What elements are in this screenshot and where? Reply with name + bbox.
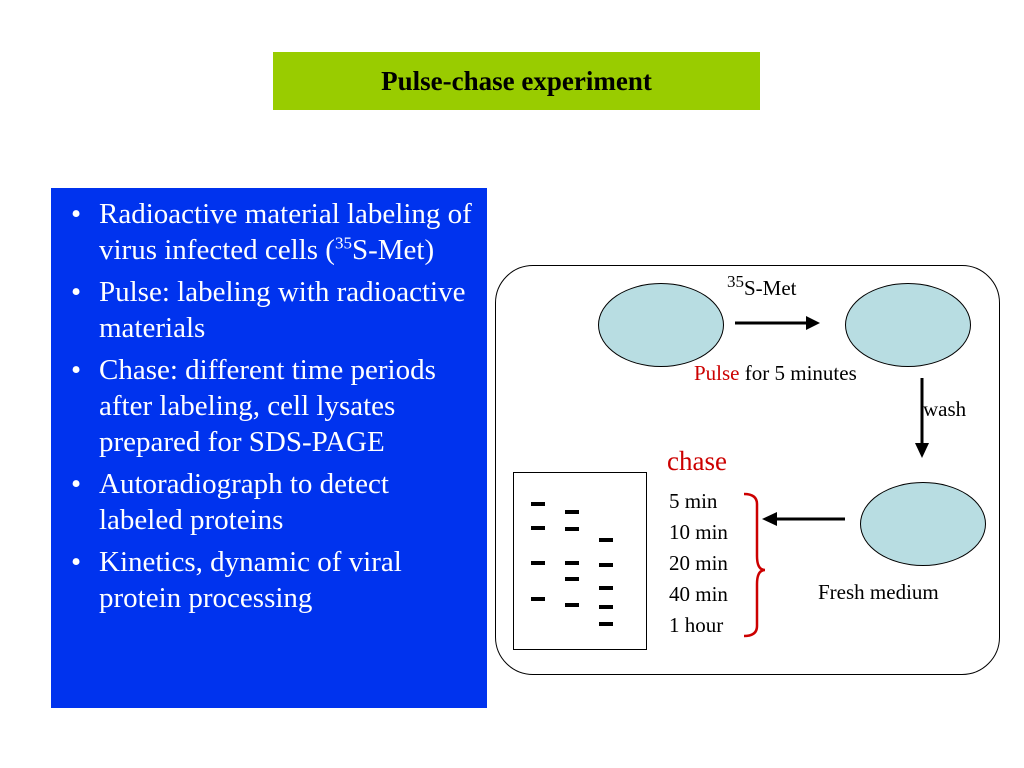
- superscript: 35: [334, 233, 352, 253]
- autoradiograph-gel: [513, 472, 647, 650]
- chase-arrow-head: [762, 512, 777, 526]
- cell-dish-start: [598, 283, 724, 367]
- cell-dish-labeled: [845, 283, 971, 367]
- timepoint: 10 min: [669, 520, 728, 544]
- label-chase: chase: [667, 446, 727, 476]
- label-35s-met: 35S-Met: [727, 273, 797, 301]
- gel-band: [599, 586, 613, 590]
- slide-title: Pulse-chase experiment: [381, 65, 652, 96]
- gel-band: [599, 563, 613, 567]
- gel-band: [599, 622, 613, 626]
- gel-band: [599, 605, 613, 609]
- timepoint-list: 5 min 10 min 20 min 40 min 1 hour: [669, 486, 728, 641]
- gel-band: [531, 561, 545, 565]
- bullet-text: Radioactive material labeling of virus i…: [99, 198, 472, 266]
- timepoint: 1 hour: [669, 613, 724, 637]
- bullet-item: Chase: different time periods after labe…: [61, 352, 475, 460]
- bullet-panel: Radioactive material labeling of virus i…: [51, 188, 487, 708]
- gel-band: [565, 561, 579, 565]
- pulse-arrow-head: [806, 316, 820, 330]
- gel-band: [565, 510, 579, 514]
- bullet-text: Pulse: labeling with radioactive materia…: [99, 276, 466, 344]
- gel-band: [531, 597, 545, 601]
- bullet-text: Chase: different time periods after labe…: [99, 354, 436, 458]
- timepoint: 40 min: [669, 582, 728, 606]
- pulse-word: Pulse: [694, 361, 740, 385]
- diagram-frame: [495, 265, 1000, 675]
- gel-band: [565, 527, 579, 531]
- pulse-duration: for 5 minutes: [739, 361, 857, 385]
- label-met-text: S-Met: [744, 276, 797, 300]
- bullet-text-tail: S-Met): [351, 234, 435, 266]
- label-wash: wash: [923, 397, 967, 421]
- bullet-item: Radioactive material labeling of virus i…: [61, 196, 475, 268]
- superscript: 35: [727, 272, 744, 291]
- title-banner: Pulse-chase experiment: [273, 52, 760, 110]
- timepoint: 20 min: [669, 551, 728, 575]
- bullet-text: Kinetics, dynamic of viral protein proce…: [99, 546, 402, 614]
- bullet-list: Radioactive material labeling of virus i…: [61, 196, 475, 616]
- label-pulse: Pulse for 5 minutes: [694, 361, 857, 386]
- timepoint-brace: [743, 492, 766, 638]
- gel-band: [565, 577, 579, 581]
- bullet-item: Kinetics, dynamic of viral protein proce…: [61, 544, 475, 616]
- gel-band: [531, 526, 545, 530]
- bullet-text: Autoradiograph to detect labeled protein…: [99, 468, 389, 536]
- gel-band: [599, 538, 613, 542]
- timepoint: 5 min: [669, 489, 718, 513]
- wash-arrow-head: [915, 443, 929, 458]
- bullet-item: Autoradiograph to detect labeled protein…: [61, 466, 475, 538]
- bullet-item: Pulse: labeling with radioactive materia…: [61, 274, 475, 346]
- gel-band: [531, 502, 545, 506]
- label-fresh-medium: Fresh medium: [818, 580, 939, 604]
- gel-band: [565, 603, 579, 607]
- cell-dish-chase: [860, 482, 986, 566]
